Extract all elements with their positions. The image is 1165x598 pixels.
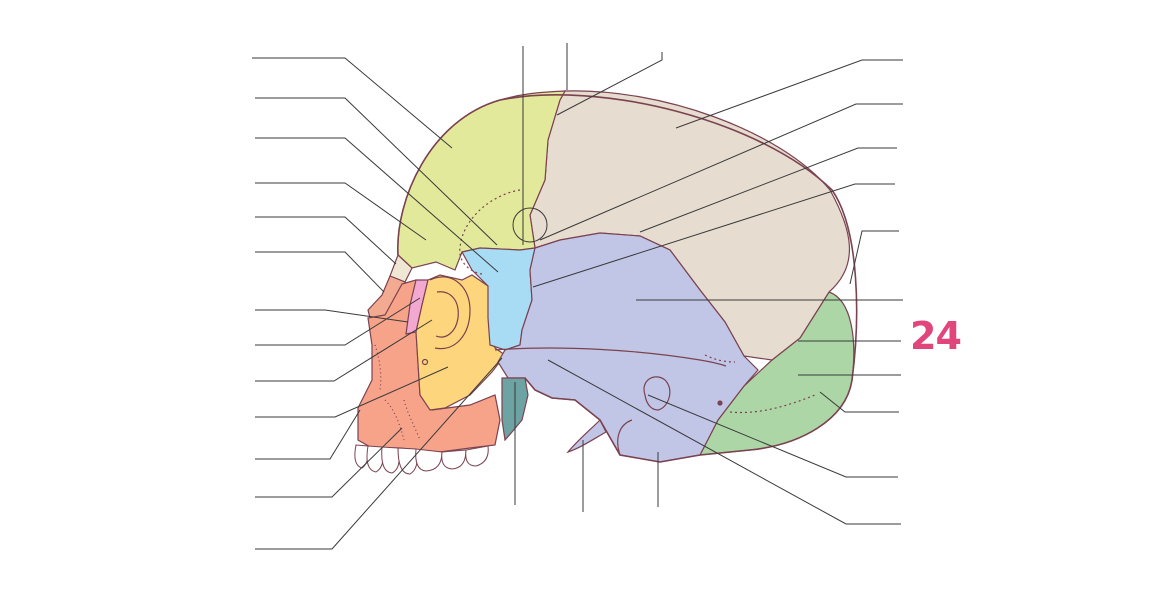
- tooth: [354, 444, 369, 469]
- leader-left-13: [255, 357, 503, 550]
- leader-left-2: [255, 97, 498, 246]
- leader-left-9: [255, 319, 433, 382]
- foramen-dot: [717, 400, 723, 406]
- mastoid-notch: [617, 419, 633, 456]
- orbit-rim: [429, 276, 471, 350]
- leader-left-5: [255, 216, 397, 265]
- suture-dotted: [704, 354, 736, 363]
- tooth: [465, 445, 489, 467]
- leader-right-11: [547, 359, 901, 525]
- anatomical-details: [374, 189, 816, 456]
- leader-left-3: [255, 137, 499, 273]
- leader-left-6: [255, 251, 385, 293]
- upper-teeth: [354, 444, 489, 475]
- pterion-circle: [512, 207, 548, 243]
- maxilla-stipple: [374, 344, 421, 441]
- external-auditory-meatus: [643, 376, 671, 411]
- tooth: [415, 448, 443, 472]
- leader-right-2: [539, 103, 903, 241]
- tooth: [366, 445, 384, 473]
- leader-left-11: [255, 409, 361, 460]
- leader-right-3: [639, 147, 897, 233]
- leader-left-8: [255, 297, 421, 346]
- leader-left-10: [255, 366, 449, 418]
- leader-lines: [252, 43, 903, 550]
- leader-top-3: [556, 52, 663, 116]
- tooth: [381, 446, 400, 474]
- leader-right-1: [675, 59, 903, 129]
- zygomatic-arch-line: [494, 347, 727, 367]
- page-number: 24: [910, 314, 962, 358]
- tooth: [397, 447, 418, 475]
- leader-right-10: [647, 394, 898, 478]
- leader-left-7: [255, 309, 409, 323]
- skull-outline: [397, 94, 858, 463]
- tooth: [441, 449, 467, 470]
- leader-right-9: [819, 391, 899, 413]
- styloid-process: [566, 418, 607, 454]
- bone-regions: [357, 90, 855, 463]
- leader-left-1: [252, 57, 453, 149]
- leader-left-4: [255, 182, 427, 241]
- foramen-dot: [421, 358, 429, 366]
- leader-left-12: [255, 427, 403, 498]
- orbit-inner: [435, 291, 459, 338]
- leader-right-4: [532, 183, 895, 288]
- leader-right-5: [849, 230, 899, 285]
